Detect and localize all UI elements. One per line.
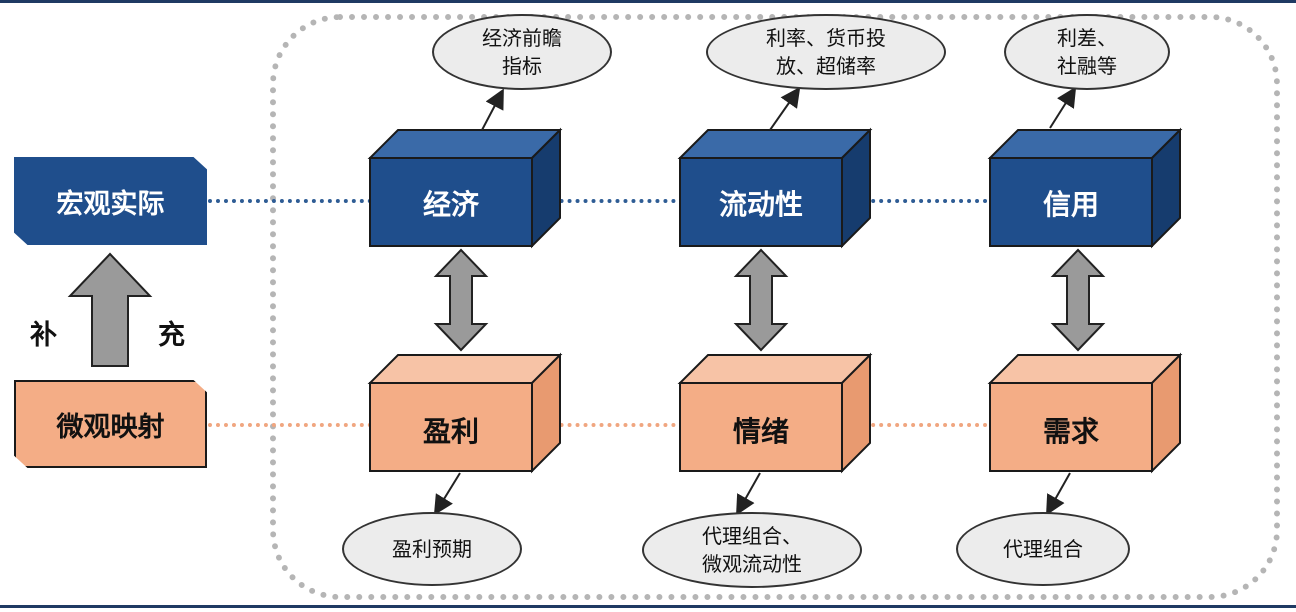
note-sentiment-text: 代理组合、 微观流动性 — [702, 524, 802, 576]
pointer-demand-note — [1046, 472, 1071, 516]
box-credit-label: 信用 — [1042, 188, 1099, 221]
micro-mapping-box: 微观映射 — [14, 380, 207, 468]
macro-reality-box: 宏观实际 — [14, 157, 207, 245]
note-credit-text: 利差、 社融等 — [1057, 26, 1117, 78]
double-arrow-liquidity-sentiment-icon — [733, 248, 789, 352]
box-profit-label: 盈利 — [422, 415, 479, 448]
double-arrow-credit-demand-icon — [1050, 248, 1106, 352]
note-credit: 利差、 社融等 — [1004, 14, 1170, 90]
box-sentiment-label: 情绪 — [732, 415, 789, 448]
note-economy-text: 经济前瞻 指标 — [482, 26, 562, 78]
pointer-economy-note — [481, 88, 504, 131]
note-liquidity-text: 利率、货币投 放、超储率 — [766, 26, 886, 78]
macro-dotted-line — [208, 199, 988, 203]
pointer-profit-note — [433, 472, 461, 516]
double-arrow-economy-profit-icon — [433, 248, 489, 352]
pointer-liquidity-note — [769, 86, 801, 131]
note-sentiment: 代理组合、 微观流动性 — [642, 512, 862, 588]
micro-mapping-label: 微观映射 — [56, 411, 165, 443]
macro-reality-label: 宏观实际 — [56, 188, 165, 220]
pointer-credit-note — [1049, 86, 1077, 129]
note-profit-text: 盈利预期 — [392, 537, 472, 561]
box-economy-label: 经济 — [422, 188, 479, 221]
note-economy: 经济前瞻 指标 — [432, 14, 612, 90]
supplement-left-char: 补 — [30, 320, 57, 351]
box-liquidity-label: 流动性 — [718, 188, 803, 221]
bottom-border-line — [0, 605, 1296, 608]
supplement-up-arrow-icon — [67, 252, 153, 367]
pointer-sentiment-note — [736, 472, 761, 516]
micro-dotted-line — [208, 423, 988, 427]
note-profit: 盈利预期 — [342, 512, 522, 586]
top-border-line — [0, 0, 1296, 3]
note-demand-text: 代理组合 — [1003, 537, 1083, 561]
box-demand-label: 需求 — [1042, 415, 1099, 448]
supplement-right-char: 充 — [158, 320, 185, 351]
note-demand: 代理组合 — [956, 512, 1130, 586]
note-liquidity: 利率、货币投 放、超储率 — [706, 14, 946, 90]
